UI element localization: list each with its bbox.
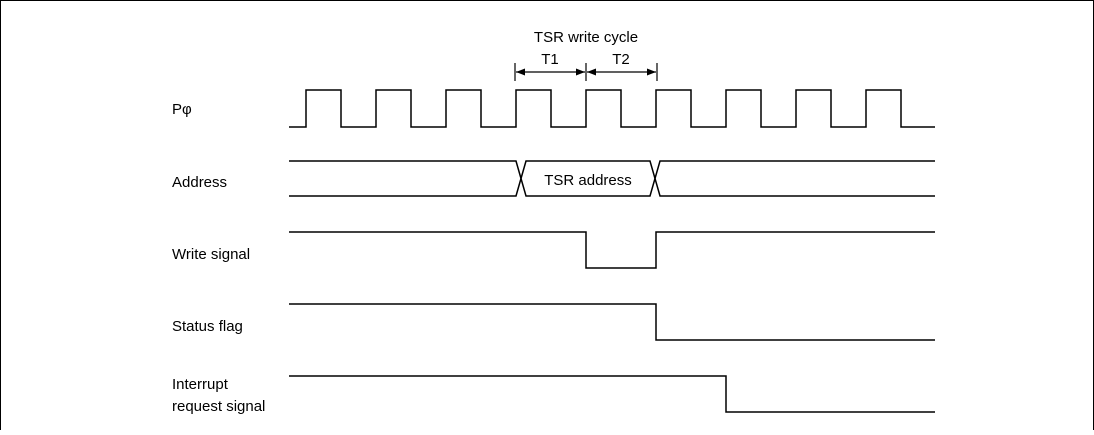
dimension-ticks [514, 63, 658, 81]
clock-waveform [289, 89, 935, 128]
address-bus-value: TSR address [544, 172, 632, 189]
status-flag-waveform [289, 303, 935, 341]
signal-label-interrupt-line2: request signal [172, 398, 265, 415]
dimension-arrow-t2 [587, 68, 656, 76]
address-bus-waveform [289, 160, 935, 197]
cycle-label: TSR write cycle [534, 29, 638, 46]
signal-labels: Pφ Address Write signal Status flag Inte… [172, 101, 265, 415]
signal-label-interrupt-line1: Interrupt [172, 376, 229, 393]
interrupt-request-waveform [289, 375, 935, 413]
signal-label-write: Write signal [172, 246, 250, 263]
state-label-t1: T1 [541, 51, 559, 68]
write-signal-waveform [289, 231, 935, 269]
waveforms: TSR address [289, 89, 935, 413]
write-cycle-annotation: TSR write cycle T1 T2 [514, 29, 658, 81]
signal-label-address: Address [172, 174, 227, 191]
state-label-t2: T2 [612, 51, 630, 68]
signal-label-clock: Pφ [172, 101, 192, 118]
signal-label-status: Status flag [172, 318, 243, 335]
dimension-arrow-t1 [516, 68, 585, 76]
